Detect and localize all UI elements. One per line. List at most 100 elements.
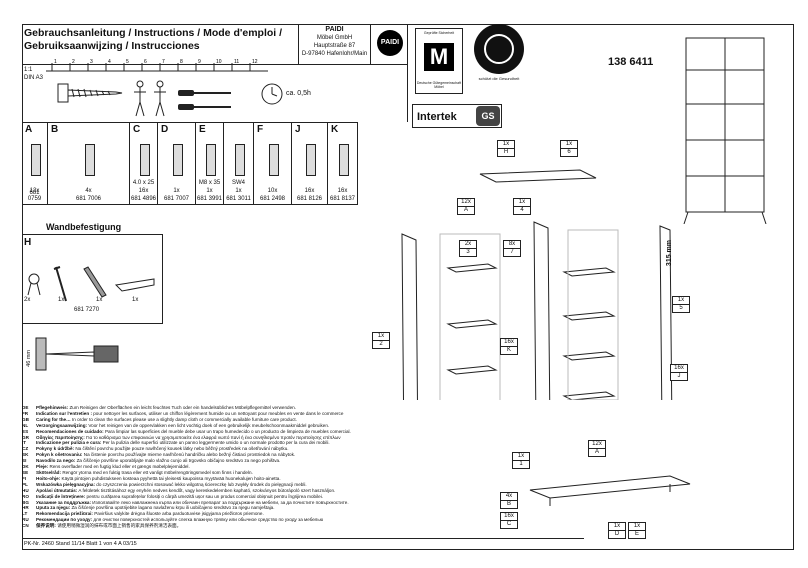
part-quantity: 4x (85, 188, 92, 194)
care-label: Indicazione per pulizia e cura: (36, 440, 102, 446)
part-icon (268, 144, 279, 176)
part-icon (84, 144, 95, 176)
callout-code: 3 (466, 249, 470, 255)
callout-qty: 1x (561, 141, 577, 149)
care-country: SE (22, 469, 29, 475)
ruler-label: 7 (162, 59, 165, 65)
part-icon (139, 144, 150, 176)
part-letter: F (257, 124, 264, 135)
part-letter: D (161, 124, 169, 135)
callout-qty: 4x (501, 493, 517, 501)
callout-qty: 16x (501, 339, 517, 347)
clock-icon (261, 83, 283, 105)
wall-qty-1: 2x (24, 297, 31, 303)
callout-code: A (594, 449, 599, 455)
care-country: LT (22, 511, 28, 517)
callout-code: 5 (679, 305, 683, 311)
ruler-label: 1 (54, 59, 57, 65)
part-quantity: 1x (206, 188, 213, 194)
wall-qty-3: 1x (96, 297, 103, 303)
shelf-spacing-dimension: 315 mm (666, 240, 673, 267)
wall-mounting-parts: H 2x 1x 1x 1x 681 7270 (24, 237, 164, 323)
care-label: Pokyny k údržbě: (36, 446, 75, 452)
ruler-label: 3 (90, 59, 93, 65)
care-label: Uputa za njegu: (36, 505, 71, 511)
title-line-1: Gebrauchsanleitung / Instructions / Mode… (24, 27, 283, 39)
tuv-bottom-text: Deutsche Gütegemeinschaft Möbel (416, 81, 462, 89)
part-letter: E (199, 124, 206, 135)
part-letter: J (295, 124, 301, 135)
care-text: Για το καθάρισμα των επιφανειών να χρησι… (86, 434, 341, 440)
part-number: 681 2498 (259, 196, 286, 202)
callout-qty: 1x (514, 199, 530, 207)
care-text: Käytä pintojen puhdistukseen kosteaa pyy… (61, 475, 281, 481)
care-text: Na čistenie povrchu používajte mierne na… (83, 452, 296, 458)
care-text: do czyszczenia powierzchni stosować lekk… (96, 481, 307, 487)
callout-qty: 12x (458, 199, 474, 207)
header-divider (22, 64, 408, 65)
part-size: M8 x 35 (198, 180, 221, 186)
care-label: Указание за поддръжка: (36, 499, 92, 505)
callout-code: A (463, 207, 468, 213)
part-letter: A (25, 124, 33, 135)
part-icon (172, 144, 183, 176)
callout-qty: 16x (671, 365, 687, 373)
drill-icon (35, 337, 119, 371)
part-icon (205, 144, 216, 176)
care-text: Rens overflader med en fugtig klud eller… (49, 464, 190, 470)
page-title: Gebrauchsanleitung / Instructions / Mode… (24, 27, 294, 53)
care-country: RU (22, 517, 29, 523)
gs-logo: GS (476, 106, 500, 126)
part-number: 681 7007 (163, 196, 190, 202)
company-address: PAIDI Möbel GmbH Hauptstraße 87 D-97840 … (298, 24, 371, 64)
wall-part-letter: H (24, 237, 32, 248)
care-text: A felületek tisztításához egy enyhén ned… (78, 487, 336, 493)
care-text: Za čiščenje površine uporabljajte malo v… (76, 458, 281, 464)
paidi-logo: PAIDI (371, 24, 408, 64)
callout-qty: 1x (373, 333, 389, 341)
part-number: 681 8126 (296, 196, 323, 202)
care-country: BG (22, 499, 29, 505)
paidi-logo-text: PAIDI (377, 30, 403, 56)
parts-table-bottom (22, 204, 358, 205)
callout-qty: 12x (589, 441, 605, 449)
intertek-text: Intertek (417, 111, 457, 123)
callout-code: C (506, 521, 512, 527)
callout-code: E (634, 531, 639, 537)
intertek-logo: Intertek (412, 104, 502, 128)
part-icon (30, 144, 41, 176)
callout-code: 1 (519, 461, 523, 467)
part-number: 681 4896 (130, 196, 157, 202)
company-line-1: Möbel GmbH (316, 35, 353, 41)
callout-qty: 16x (501, 513, 517, 521)
care-label: Pleje: (36, 464, 49, 470)
wall-section-bottom (22, 323, 162, 324)
care-label: Navodilo za nego: (36, 458, 76, 464)
scale-format: DIN A3 (24, 75, 44, 81)
part-number: 681 3991 (196, 196, 223, 202)
blue-angel-icon: schützt die Gesundheit (474, 24, 524, 81)
care-text: Използвайте леко навлажнена кърпа или об… (92, 499, 349, 505)
